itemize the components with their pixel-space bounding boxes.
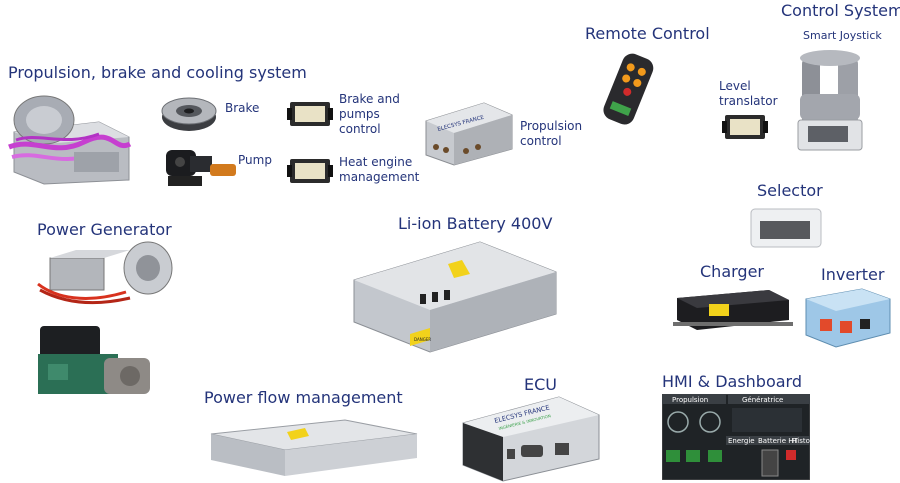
battery-label: Li-ion Battery 400V: [398, 214, 553, 233]
hmi-energie-tab: Energie: [728, 437, 755, 445]
remote-control-label: Remote Control: [585, 24, 710, 43]
ecu-image: ELECSYS FRANCE INGÉNIERIE & INNOVATION: [455, 393, 603, 483]
hmi-propulsion-tab: Propulsion: [672, 396, 708, 404]
level-translator-image: [722, 112, 768, 142]
brake-pumps-controller-image: [287, 98, 333, 130]
brake-pumps-control-label: Brake and pumps control: [339, 92, 400, 136]
control-system-label: Control System: [781, 1, 900, 20]
electric-motor-image: [4, 92, 132, 186]
hmi-batterie-tab: Batterie HT: [758, 437, 799, 445]
brake-label: Brake: [225, 101, 260, 115]
brake-image: [160, 95, 218, 133]
selector-image: [748, 205, 824, 251]
propulsion-control-label: Propulsion control: [520, 119, 583, 148]
propulsion-controller-image: ELECSYS FRANCE: [422, 99, 514, 167]
inverter-image: [800, 285, 894, 351]
power-generator-motor-image: [36, 238, 174, 310]
pump-label: Pump: [238, 153, 272, 167]
smart-joystick-image: [794, 46, 874, 154]
heat-engine-label: Heat engine management: [339, 155, 420, 184]
ecu-label: ECU: [524, 375, 557, 394]
smart-joystick-label: Smart Joystick: [803, 29, 882, 42]
pump-image: [160, 142, 240, 194]
charger-label: Charger: [700, 262, 764, 281]
level-translator-label: Level translator: [719, 79, 778, 108]
power-flow-box-image: [205, 414, 421, 480]
li-ion-battery-image: DANGER: [350, 236, 560, 356]
inverter-label: Inverter: [821, 265, 885, 284]
remote-control-image: [598, 50, 658, 130]
power-generator-label: Power Generator: [37, 220, 172, 239]
propulsion-system-label: Propulsion, brake and cooling system: [8, 63, 307, 82]
power-flow-label: Power flow management: [204, 388, 403, 407]
charger-image: [673, 284, 793, 334]
hmi-dashboard-label: HMI & Dashboard: [662, 372, 803, 391]
diesel-engine-image: [30, 318, 158, 402]
selector-label: Selector: [757, 181, 823, 200]
hmi-dashboard-image: Propulsion Génératrice Energie Batterie …: [662, 394, 810, 480]
heat-engine-controller-image: [287, 155, 333, 187]
battery-danger-text: DANGER: [414, 337, 431, 342]
hmi-histo-tab: Histo: [792, 437, 810, 445]
hmi-generatrice-tab: Génératrice: [742, 396, 783, 404]
